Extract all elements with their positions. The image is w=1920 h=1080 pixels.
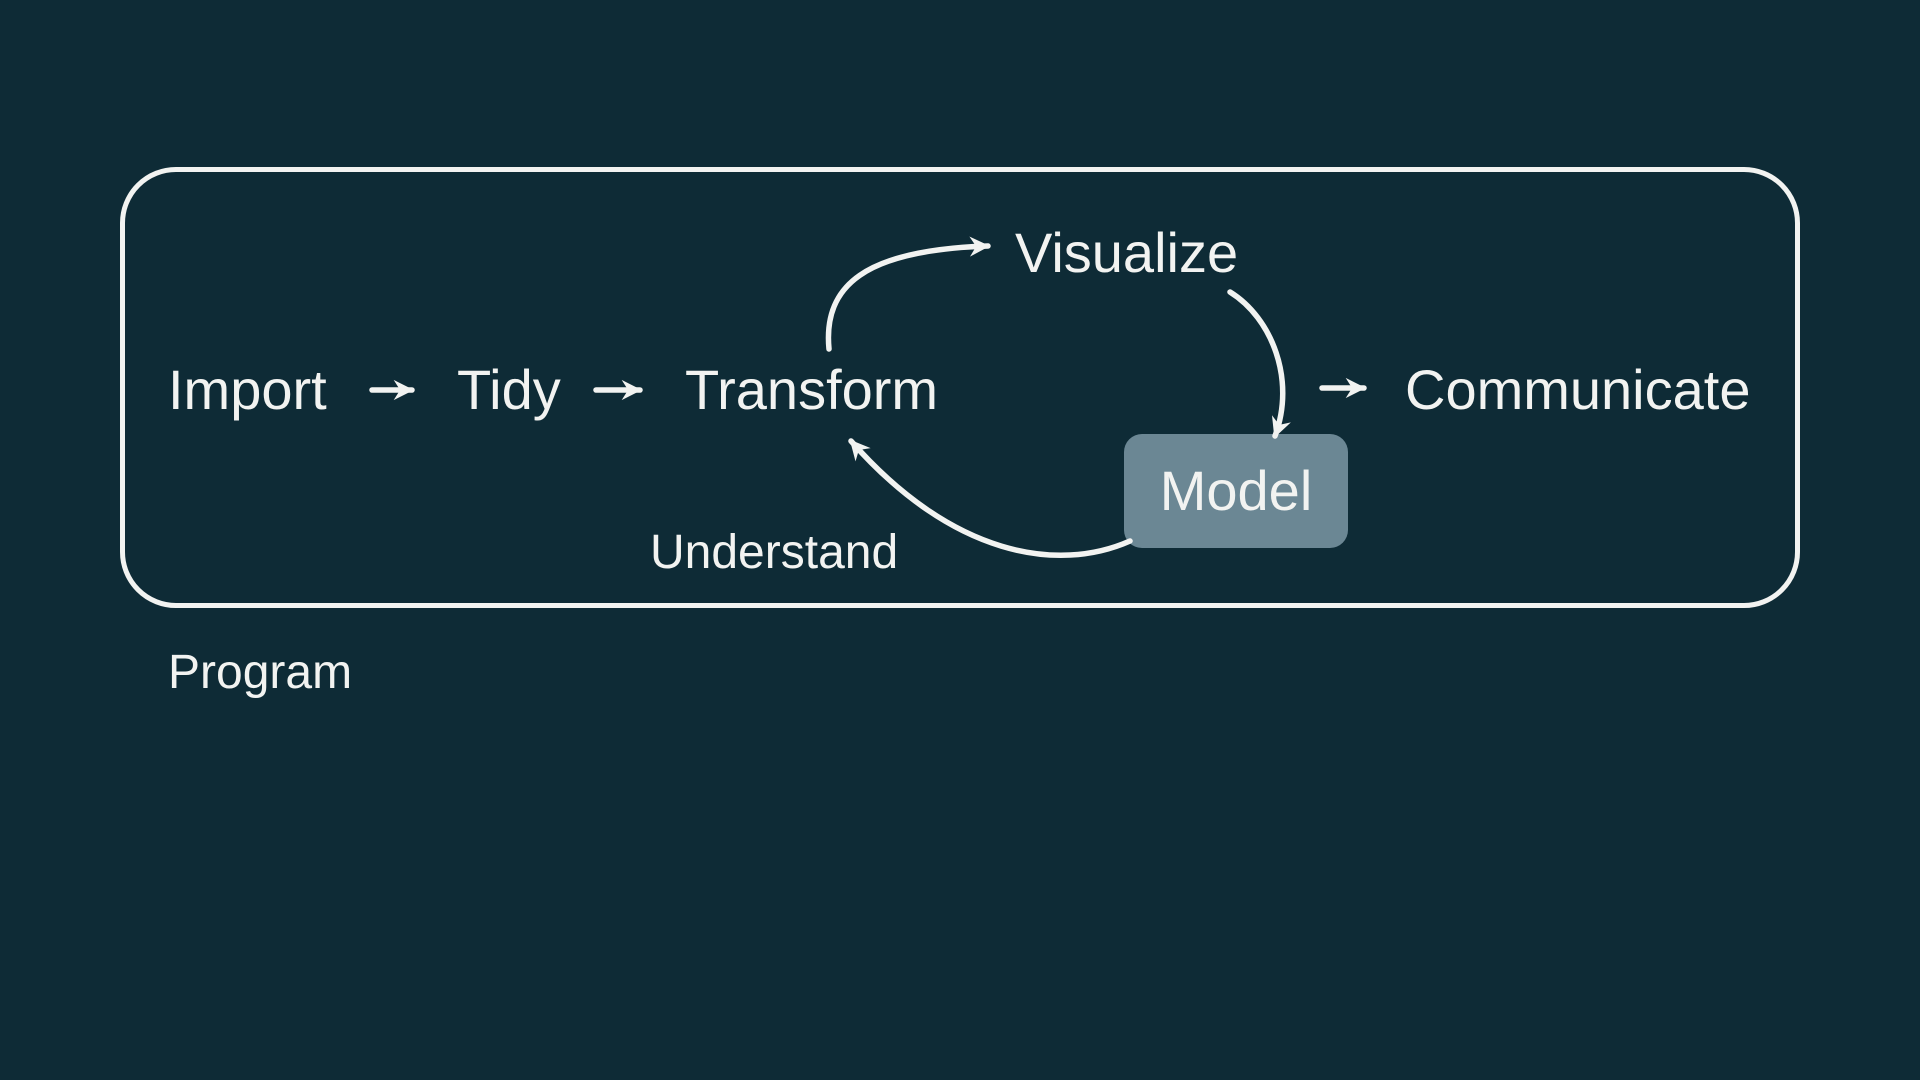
program-annotation: Program — [168, 646, 353, 699]
node-tidy: Tidy — [457, 358, 561, 421]
model-node-box: Model — [1124, 434, 1348, 548]
node-communicate: Communicate — [1405, 358, 1751, 421]
understand-annotation: Understand — [650, 526, 899, 579]
node-import: Import — [168, 358, 327, 421]
node-model: Model — [1159, 459, 1313, 522]
program-outline-box — [120, 167, 1800, 608]
node-visualize: Visualize — [1015, 221, 1239, 284]
node-transform: Transform — [685, 358, 939, 421]
